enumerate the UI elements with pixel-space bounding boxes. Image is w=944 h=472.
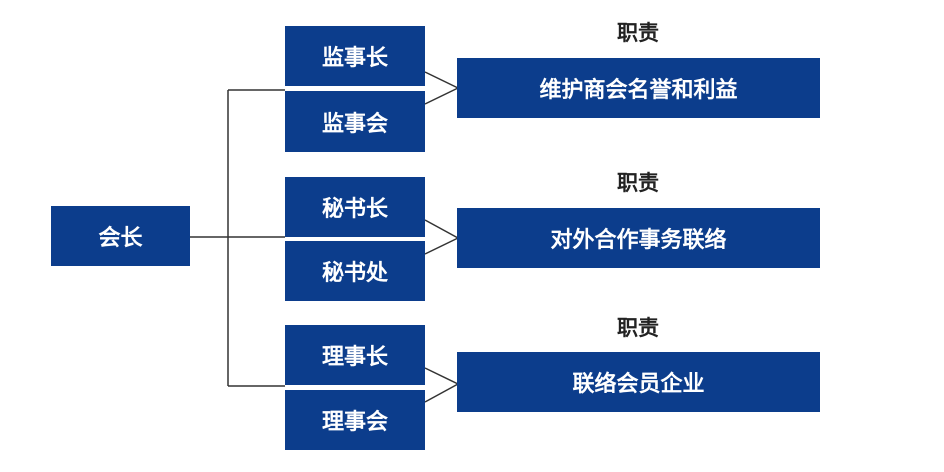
responsibility-title: 职责 bbox=[617, 171, 659, 195]
responsibility-box: 维护商会名誉和利益 bbox=[457, 58, 820, 118]
root-node: 会长 bbox=[51, 206, 190, 266]
role-label: 理事长 bbox=[321, 345, 388, 370]
role-label: 秘书长 bbox=[321, 197, 388, 222]
role-label: 理事会 bbox=[321, 410, 388, 435]
role-box: 监事会 bbox=[285, 91, 425, 152]
role-box: 理事长 bbox=[285, 325, 425, 385]
role-label: 秘书处 bbox=[321, 261, 388, 286]
role-label: 监事长 bbox=[321, 46, 388, 71]
role-box: 秘书处 bbox=[285, 241, 425, 301]
responsibility-box: 联络会员企业 bbox=[457, 352, 820, 412]
responsibility-label: 维护商会名誉和利益 bbox=[539, 78, 738, 103]
responsibility-label: 联络会员企业 bbox=[572, 372, 705, 397]
responsibility-label: 对外合作事务联络 bbox=[550, 228, 727, 253]
role-label: 监事会 bbox=[321, 111, 388, 137]
responsibility-title: 职责 bbox=[617, 316, 659, 340]
role-box: 监事长 bbox=[285, 26, 425, 86]
root-label: 会长 bbox=[98, 226, 143, 251]
role-box: 理事会 bbox=[285, 390, 425, 450]
responsibility-title: 职责 bbox=[617, 21, 659, 45]
responsibility-box: 对外合作事务联络 bbox=[457, 208, 820, 268]
role-box: 秘书长 bbox=[285, 177, 425, 237]
